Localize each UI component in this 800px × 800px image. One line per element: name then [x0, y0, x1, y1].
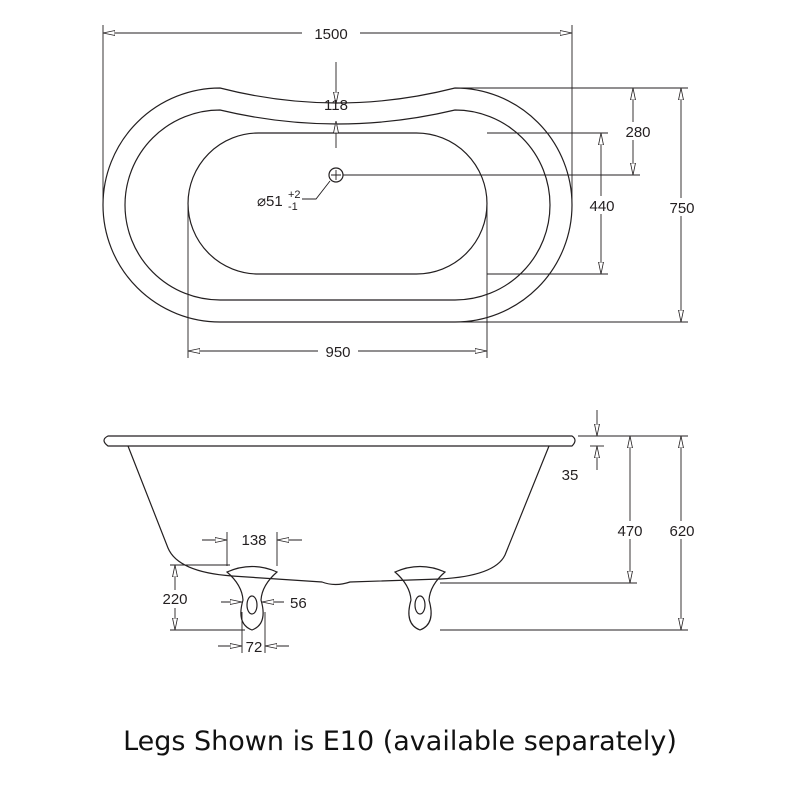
rim-outline	[103, 435, 576, 447]
drain-icon	[328, 167, 344, 183]
tub-body-outline	[127, 445, 550, 586]
dim-leg-top-width: 138	[241, 532, 266, 549]
dim-rim-thickness: 35	[562, 467, 579, 484]
dim-basin-length: 950	[325, 344, 350, 361]
drain-tolerance-plus: +2	[288, 189, 301, 201]
dim-drain-offset: 280	[625, 124, 650, 141]
dim-leg-waist: 56	[290, 595, 307, 612]
leg-right	[393, 565, 447, 631]
dim-overall-length: 1500	[314, 26, 347, 43]
inner-rim-outline	[124, 109, 551, 301]
dim-leg-foot: 72	[246, 639, 263, 656]
dim-overall-width: 750	[669, 200, 694, 217]
dim-rim-width: 118	[324, 97, 348, 114]
side-view: 35 470 620 138 220 56 72	[103, 410, 700, 656]
dim-base-height: 470	[617, 523, 642, 540]
dim-drain-diameter: ⌀51	[257, 193, 283, 210]
dim-basin-width: 440	[589, 198, 614, 215]
caption: Legs Shown is E10 (available separately)	[123, 726, 677, 757]
drain-tolerance-minus: -1	[288, 201, 298, 213]
dim-overall-height: 620	[669, 523, 694, 540]
leg-left	[225, 565, 279, 631]
plan-view: 1500 118 ⌀51 +2 -1 280 440 750 950	[102, 24, 700, 361]
dim-leg-height: 220	[162, 591, 187, 608]
outer-rim-outline	[102, 87, 573, 323]
basin-outline	[187, 132, 488, 275]
